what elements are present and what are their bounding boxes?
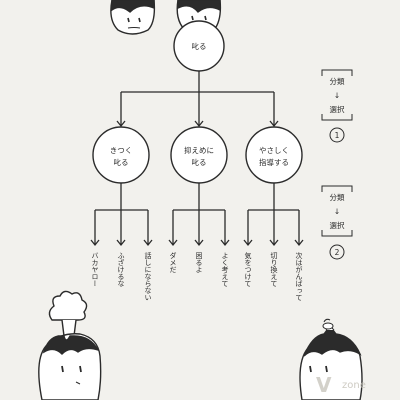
legend-1-number-circle — [329, 127, 345, 143]
level1-node-3: やさしく 指導する — [245, 126, 303, 184]
face-top-left-illustration — [110, 0, 156, 35]
legend-1-bottom: 選択 — [330, 104, 345, 114]
level1-node-3-line1: やさしく — [259, 146, 289, 155]
legend-2-number-circle — [329, 244, 345, 260]
calm-face-illustration — [299, 318, 363, 400]
leaf-label-3: 話しにならない — [144, 251, 152, 301]
level1-node-2-line1: 抑えめに — [184, 145, 214, 155]
watermark: V zone — [316, 373, 366, 397]
legend-2-bottom: 選択 — [330, 220, 345, 230]
leaf-label-6: よく考えて — [221, 252, 229, 287]
legend-1-top: 分類 — [330, 76, 345, 86]
legend-1-number: 1 — [335, 131, 340, 140]
leaf-label-1: バカヤロー — [91, 252, 99, 287]
legend-step-2: 分類 ↓ 選択 2 — [321, 185, 353, 260]
leaf-label-7: 気をつけて — [244, 251, 252, 287]
root-node-label: 叱る — [192, 42, 207, 51]
leaf-label-5: 困るよ — [195, 252, 203, 273]
watermark-word: zone — [342, 380, 366, 391]
level1-node-2: 抑えめに 叱る — [170, 126, 228, 184]
legend-2-top: 分類 — [330, 192, 345, 202]
level1-node-1: きつく 叱る — [92, 126, 150, 184]
leaf-label-4: ダメだ — [169, 251, 177, 273]
watermark-prefix: V — [316, 373, 332, 397]
legend-step-1: 分類 ↓ 選択 1 — [321, 69, 353, 143]
legend-2-arrow: ↓ — [334, 207, 340, 216]
level1-node-3-line2: 指導する — [259, 157, 289, 167]
connectors-leaves — [90, 183, 304, 247]
level1-node-1-line1: きつく — [110, 146, 133, 155]
level1-node-1-line2: 叱る — [114, 158, 129, 167]
leaf-label-2: ふざけるな — [117, 252, 125, 287]
leaf-label-8: 切り換えて — [270, 252, 278, 287]
legend-1-arrow: ↓ — [334, 91, 340, 100]
level1-node-2-line2: 叱る — [192, 158, 207, 167]
legend-2-number: 2 — [335, 248, 340, 257]
root-node: 叱る — [173, 20, 225, 72]
angry-face-illustration — [38, 290, 102, 400]
leaf-labels: バカヤロー ふざけるな 話しにならない ダメだ 困るよ よく考えて 気をつけて … — [91, 251, 303, 301]
connectors-level1 — [116, 71, 279, 128]
leaf-label-9: 次はがんばって — [295, 251, 303, 301]
